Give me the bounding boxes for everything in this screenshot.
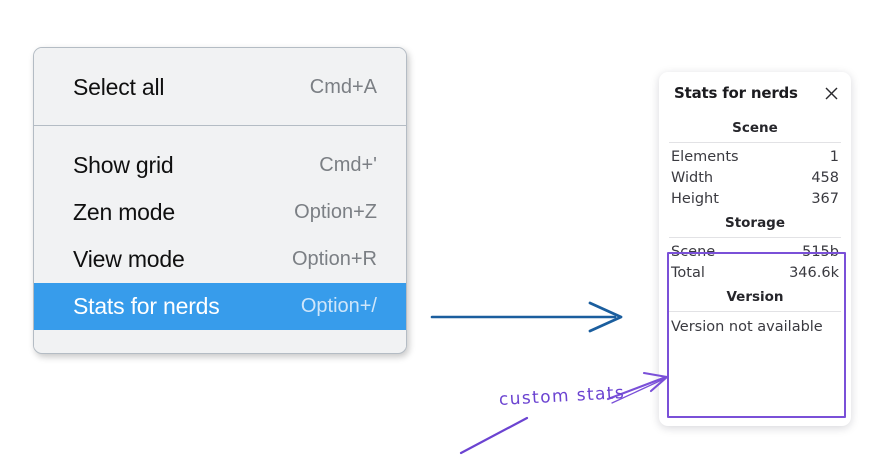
stat-value: 346.6k: [789, 264, 839, 281]
panel-header: Stats for nerds: [668, 72, 842, 114]
stat-label: Total: [671, 264, 705, 281]
context-menu: Select all Cmd+A Show grid Cmd+' Zen mod…: [33, 47, 407, 354]
stats-section-storage: Storage Scene 515b Total 346.6k: [668, 209, 842, 283]
section-heading: Scene: [732, 120, 778, 136]
menu-item-shortcut: Cmd+A: [309, 76, 377, 98]
section-divider: [669, 311, 841, 312]
menu-item-zen-mode[interactable]: Zen mode Option+Z: [34, 189, 406, 236]
stat-row-total-storage: Total 346.6k: [668, 262, 842, 283]
stat-label: Elements: [671, 148, 739, 165]
stat-row-scene-storage: Scene 515b: [668, 241, 842, 262]
stats-section-scene: Scene Elements 1 Width 458 Height 367: [668, 114, 842, 209]
menu-item-show-grid[interactable]: Show grid Cmd+': [34, 142, 406, 189]
menu-item-stats-for-nerds[interactable]: Stats for nerds Option+/: [34, 283, 406, 330]
annotation-label-custom-stats: custom stats: [498, 382, 626, 410]
page-title: Stats for nerds: [674, 84, 798, 102]
section-heading: Storage: [724, 215, 786, 231]
menu-item-label: Stats for nerds: [73, 293, 220, 319]
menu-separator: [34, 125, 406, 126]
version-value: Version not available: [671, 319, 823, 335]
stat-row-elements: Elements 1: [668, 146, 842, 167]
context-menu-group-1: Select all Cmd+A: [34, 48, 406, 125]
stat-value: 1: [829, 148, 839, 165]
stat-value: 515b: [802, 243, 839, 260]
stat-label: Width: [671, 169, 714, 186]
menu-item-label: Select all: [73, 74, 165, 100]
stat-label: Scene: [671, 243, 716, 260]
section-divider: [669, 142, 841, 143]
menu-item-view-mode[interactable]: View mode Option+R: [34, 236, 406, 283]
section-heading: Version: [726, 289, 784, 305]
menu-item-shortcut: Cmd+': [319, 154, 377, 176]
stat-row-width: Width 458: [668, 167, 842, 188]
menu-item-shortcut: Option+R: [291, 248, 377, 270]
stats-section-version: Version Version not available: [668, 283, 842, 339]
menu-item-shortcut: Option+Z: [294, 201, 377, 223]
menu-item-label: Zen mode: [73, 199, 175, 225]
menu-item-select-all[interactable]: Select all Cmd+A: [34, 64, 406, 111]
menu-item-label: View mode: [73, 246, 185, 272]
annotation-tail-stroke: [459, 416, 529, 455]
menu-footer-spacer: [34, 330, 406, 349]
stat-row-height: Height 367: [668, 188, 842, 209]
stat-value: 458: [811, 169, 839, 186]
close-icon[interactable]: [823, 85, 840, 102]
section-divider: [669, 237, 841, 238]
flow-arrow-icon: [430, 301, 623, 333]
stats-for-nerds-panel: Stats for nerds Scene Elements 1 Width 4…: [659, 72, 851, 426]
menu-item-shortcut: Option+/: [300, 295, 377, 317]
context-menu-group-2: Show grid Cmd+' Zen mode Option+Z View m…: [34, 126, 406, 349]
stat-value: 367: [811, 190, 839, 207]
menu-item-label: Show grid: [73, 152, 174, 178]
stat-label: Height: [671, 190, 719, 207]
